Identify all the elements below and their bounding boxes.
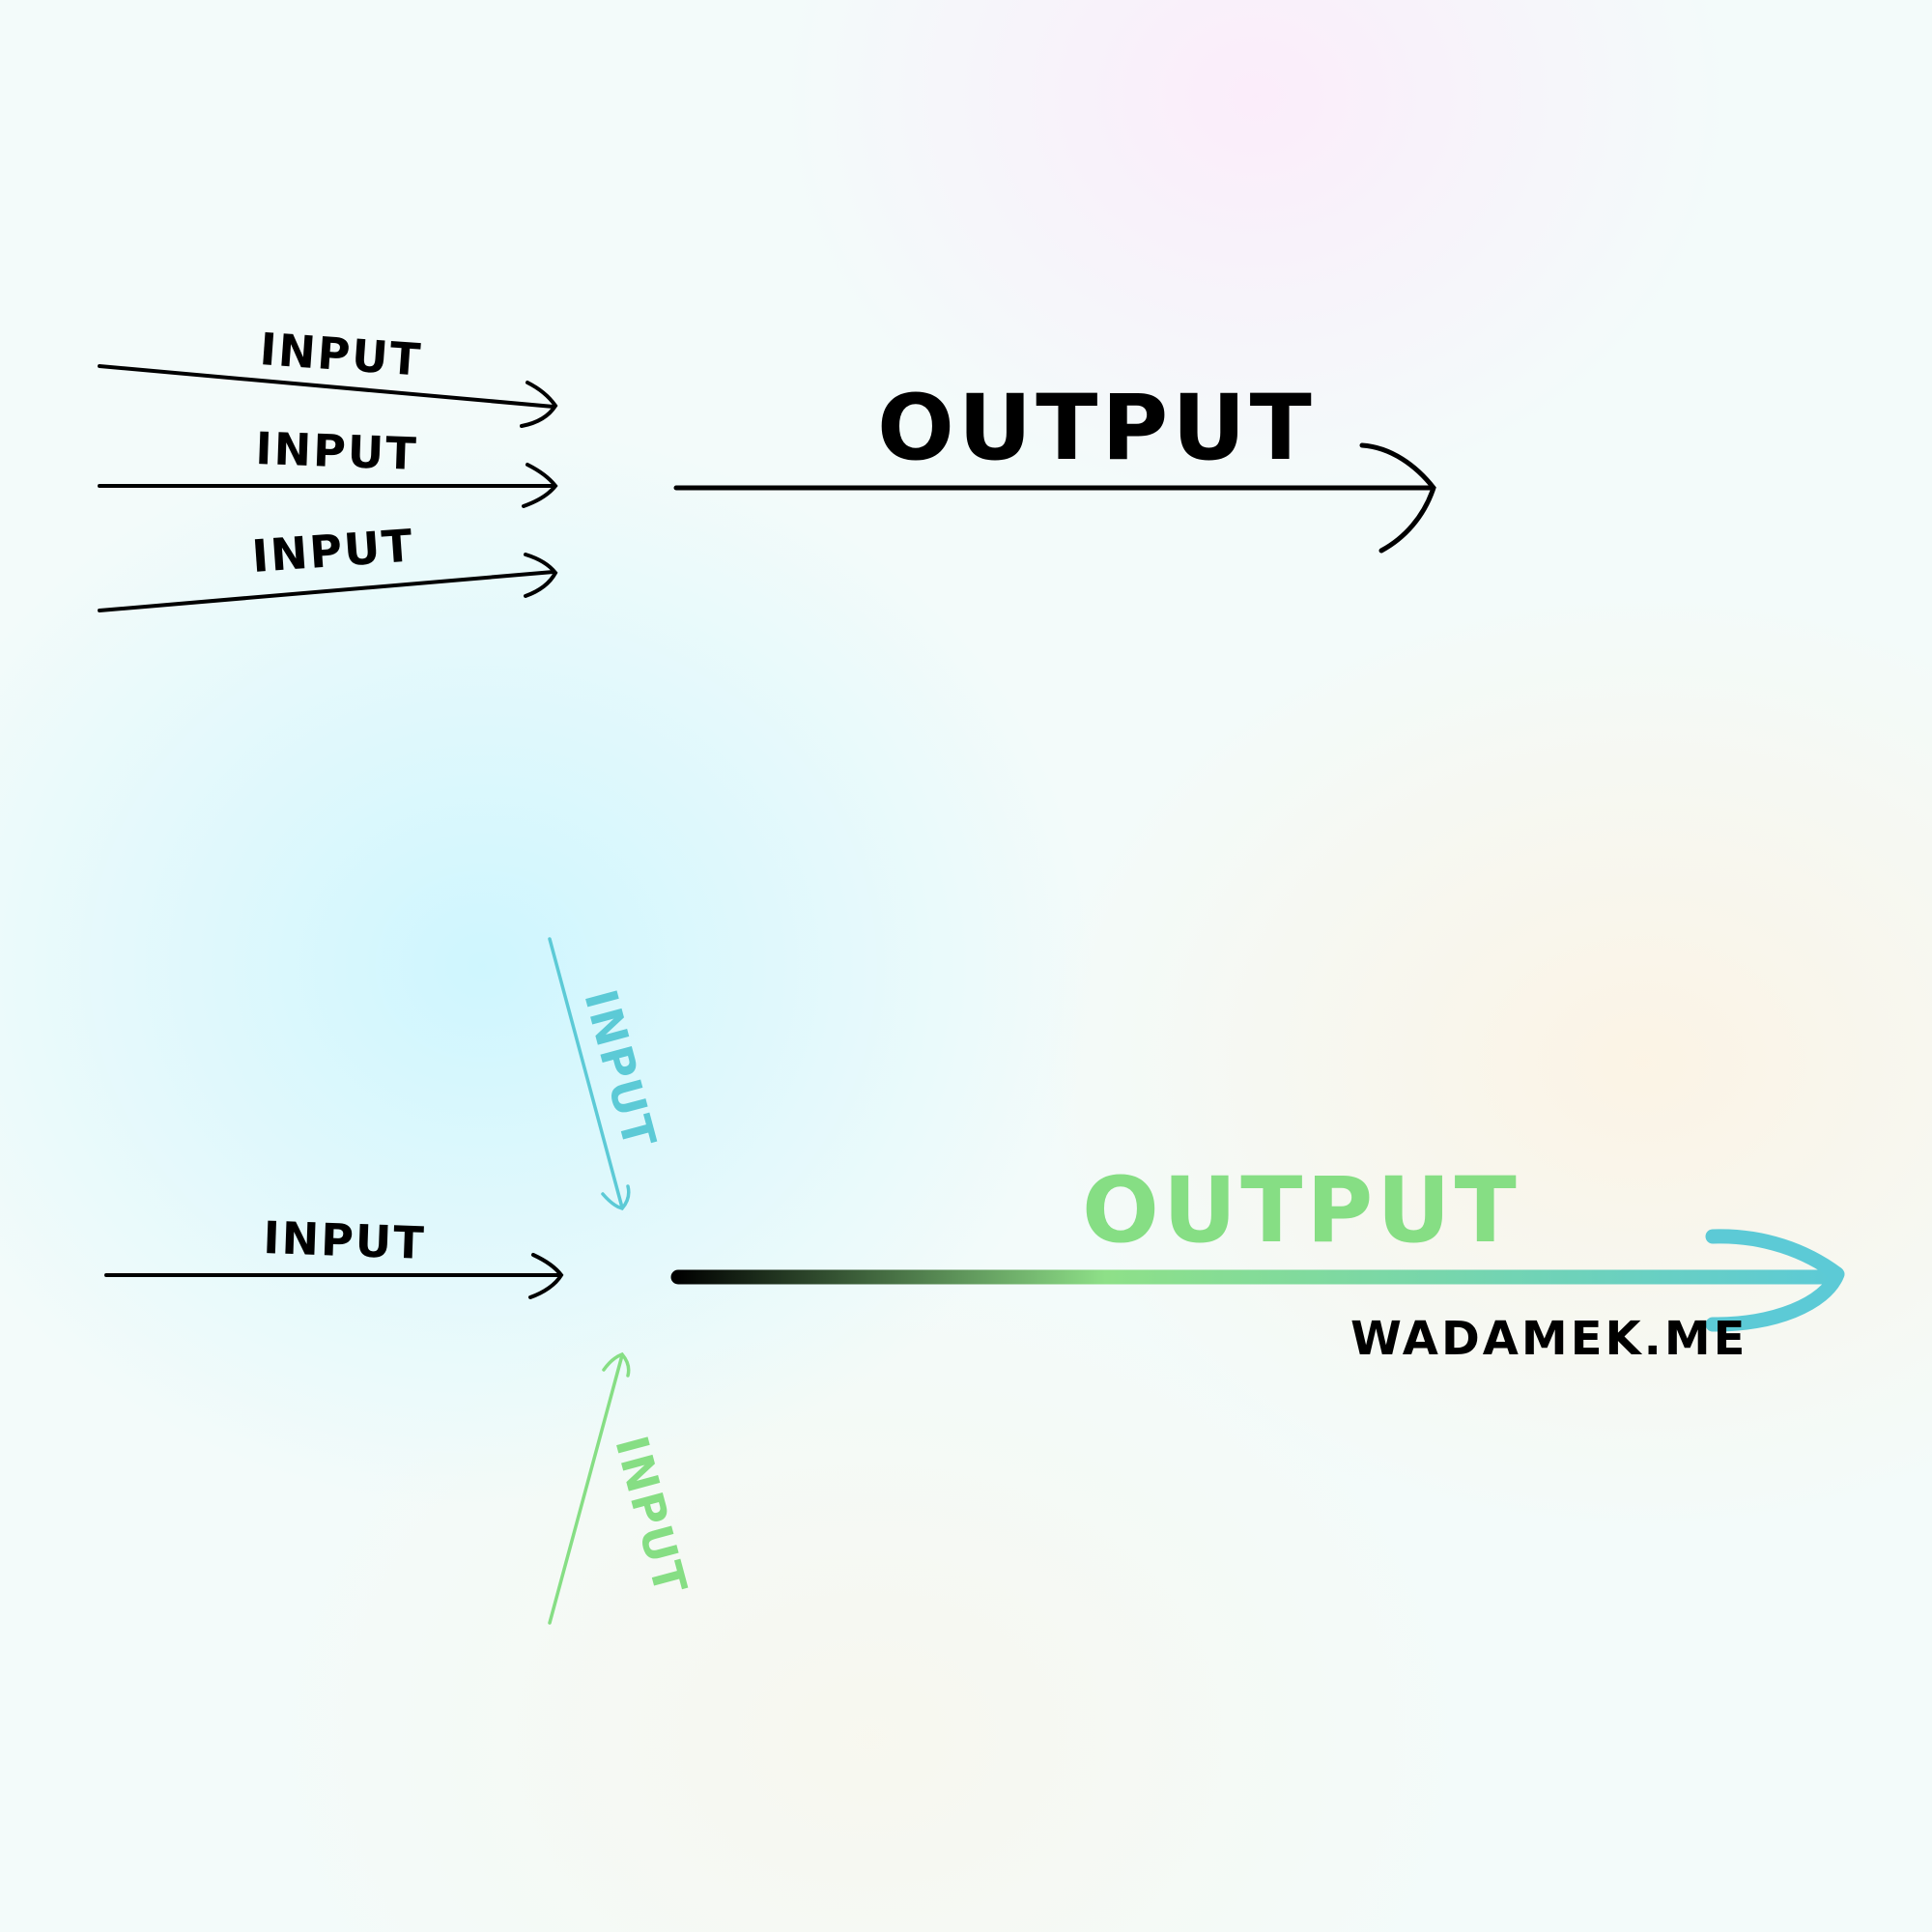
top-input-label-3: INPUT	[250, 519, 415, 582]
bottom-input-arrow-cyan: INPUT	[548, 937, 667, 1210]
top-input-arrow-3: INPUT	[98, 519, 558, 612]
top-output-label: OUTPUT	[877, 376, 1316, 481]
bottom-input-label-green: INPUT	[605, 1431, 697, 1601]
bottom-diagram: INPUT INPUT INPUT OUTPUT WADAMEK.ME	[104, 937, 1845, 1625]
bottom-input-arrow-green: INPUT	[548, 1351, 697, 1625]
top-input-label-2: INPUT	[255, 422, 419, 480]
bottom-input-label-cyan: INPUT	[574, 984, 667, 1154]
top-input-arrow-1: INPUT	[98, 323, 558, 428]
bottom-input-arrow-ink: INPUT	[104, 1211, 564, 1299]
bottom-output-arrow: OUTPUT	[670, 1158, 1845, 1332]
top-input-arrow-2: INPUT	[98, 422, 558, 508]
top-diagram: INPUT INPUT INPUT OUTPUT	[98, 323, 1436, 612]
top-output-arrow: OUTPUT	[673, 376, 1436, 554]
site-credit: WADAMEK.ME	[1350, 1312, 1747, 1366]
bottom-input-label-ink: INPUT	[263, 1211, 427, 1269]
top-input-label-1: INPUT	[258, 323, 423, 386]
bottom-output-label: OUTPUT	[1082, 1158, 1520, 1264]
